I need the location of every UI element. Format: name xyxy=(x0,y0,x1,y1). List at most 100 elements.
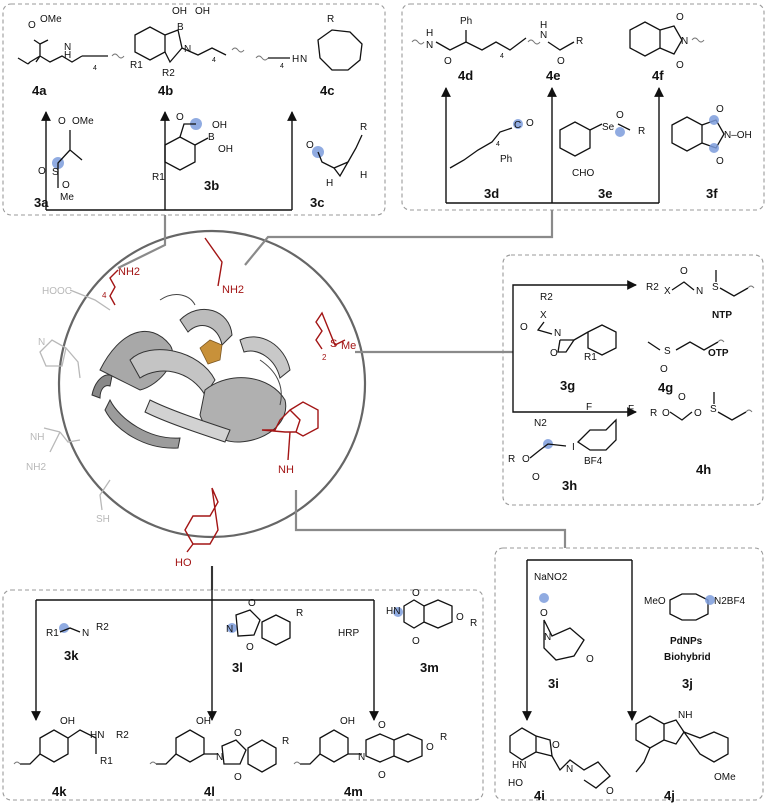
svg-text:HN: HN xyxy=(386,606,400,617)
svg-text:O: O xyxy=(694,408,702,419)
svg-text:O: O xyxy=(28,20,36,31)
svg-text:R: R xyxy=(650,408,657,419)
cooh-chain xyxy=(69,289,111,311)
svg-text:4f: 4f xyxy=(652,68,664,83)
arg-chain xyxy=(43,427,81,453)
svg-text:N: N xyxy=(540,30,547,41)
reagent-3m: HN O O O R HRP 3m xyxy=(338,588,477,675)
svg-text:N–OH: N–OH xyxy=(724,130,752,141)
svg-text:Ph: Ph xyxy=(500,154,512,165)
nterm-chain xyxy=(204,237,223,287)
svg-text:O: O xyxy=(557,56,565,67)
svg-text:4a: 4a xyxy=(32,83,47,98)
svg-text:O: O xyxy=(716,104,724,115)
svg-text:3g: 3g xyxy=(560,378,575,393)
reagent-3b: O B OH OH R1 3b xyxy=(152,112,233,193)
svg-text:3i: 3i xyxy=(548,676,559,691)
svg-text:OH: OH xyxy=(218,144,233,155)
svg-text:3j: 3j xyxy=(682,676,693,691)
lysine-nh2: NH2 xyxy=(118,266,140,278)
his-nh: N xyxy=(38,337,45,348)
methionine-box xyxy=(502,254,764,506)
svg-text:R2: R2 xyxy=(96,622,109,633)
protein-ribbon-icon xyxy=(91,294,291,449)
svg-text:N: N xyxy=(358,752,365,763)
svg-text:4l: 4l xyxy=(204,784,215,799)
reagent-3l: N O O R 3l xyxy=(226,598,303,675)
svg-text:C: C xyxy=(514,120,521,131)
svg-text:OH: OH xyxy=(340,716,355,727)
svg-text:HN: HN xyxy=(512,760,526,771)
svg-text:S: S xyxy=(712,282,719,293)
nterm-content: N H O Ph 4 4d N H O R 4e O O N 4f xyxy=(411,12,752,204)
svg-text:Me: Me xyxy=(60,192,74,203)
product-4a: O OMe H N 4 4a xyxy=(17,14,125,98)
product-4l: OH N O O R 4l xyxy=(149,716,289,799)
tyr-content: R1 N R2 3k N O O R 3l HN O O O R HR xyxy=(13,566,477,799)
reagent-3k: R1 N R2 3k xyxy=(46,622,109,663)
product-4b: B OH OH N R1 R2 4 4b xyxy=(130,6,245,98)
svg-text:N: N xyxy=(216,752,223,763)
svg-text:O: O xyxy=(676,12,684,23)
svg-text:OMe: OMe xyxy=(72,116,94,127)
met-me: Me xyxy=(341,340,356,352)
svg-text:4g: 4g xyxy=(658,380,673,395)
svg-text:HO: HO xyxy=(508,778,523,789)
svg-text:4b: 4b xyxy=(158,83,173,98)
cys-chain xyxy=(99,479,111,511)
svg-text:3d: 3d xyxy=(484,186,499,201)
svg-text:O: O xyxy=(234,772,242,783)
svg-text:N: N xyxy=(554,328,561,339)
svg-text:B: B xyxy=(208,132,215,143)
nterm-connector xyxy=(244,210,554,266)
svg-text:S: S xyxy=(710,404,717,415)
svg-text:OTP: OTP xyxy=(708,348,729,359)
svg-text:HRP: HRP xyxy=(338,628,359,639)
svg-text:O: O xyxy=(412,636,420,647)
svg-text:N: N xyxy=(566,764,573,775)
svg-text:O: O xyxy=(550,348,558,359)
trp-link xyxy=(287,431,291,461)
trp-content: NaNO2 O N O 3i MeO N2BF4 PdNPs Biohybrid… xyxy=(508,559,746,803)
svg-text:3k: 3k xyxy=(64,648,79,663)
svg-text:R1: R1 xyxy=(100,756,113,767)
svg-text:3e: 3e xyxy=(598,186,612,201)
reagent-3j: MeO N2BF4 PdNPs Biohybrid 3j xyxy=(644,593,746,691)
tyr-ring xyxy=(184,487,219,545)
lysine-connector xyxy=(117,215,167,269)
active-site-icon xyxy=(199,339,223,365)
svg-text:O: O xyxy=(678,392,686,403)
svg-text:O: O xyxy=(606,786,614,797)
svg-text:O: O xyxy=(38,166,46,177)
svg-text:F: F xyxy=(628,404,634,415)
reagent-3f: O O N–OH 3f xyxy=(671,104,752,201)
nterm-box xyxy=(401,3,765,211)
cys-sh: SH xyxy=(96,514,110,525)
svg-text:R: R xyxy=(638,126,645,137)
svg-text:O: O xyxy=(676,60,684,71)
product-ntp: R2 X O N S NTP xyxy=(646,266,755,321)
svg-text:BF4: BF4 xyxy=(584,456,603,467)
svg-text:PdNPs: PdNPs xyxy=(670,636,703,647)
svg-text:O: O xyxy=(378,770,386,781)
svg-text:O: O xyxy=(58,116,66,127)
svg-text:X: X xyxy=(664,286,671,297)
svg-text:O: O xyxy=(532,472,540,483)
svg-text:4c: 4c xyxy=(320,83,334,98)
svg-text:R1: R1 xyxy=(46,628,59,639)
svg-text:S: S xyxy=(664,346,671,357)
trp-connector xyxy=(294,490,567,548)
svg-text:N: N xyxy=(544,632,551,643)
svg-text:OH: OH xyxy=(195,6,210,17)
svg-text:OH: OH xyxy=(196,716,211,727)
svg-text:R: R xyxy=(470,618,477,629)
svg-text:R: R xyxy=(576,36,583,47)
svg-text:R1: R1 xyxy=(152,172,165,183)
reagent-3c: O R H H 3c xyxy=(306,122,367,210)
lysine-box xyxy=(2,3,386,216)
his-ring xyxy=(39,339,81,379)
svg-text:O: O xyxy=(552,740,560,751)
svg-text:O: O xyxy=(176,112,184,123)
svg-text:3l: 3l xyxy=(232,660,243,675)
